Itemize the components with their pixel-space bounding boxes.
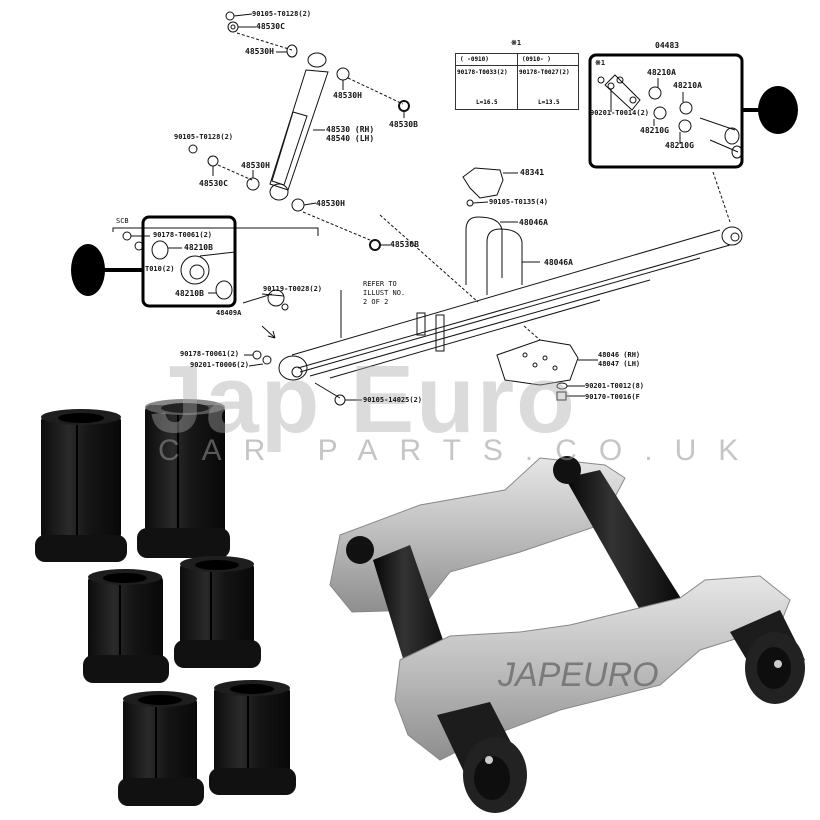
lower-shock-washer-icon [369,239,390,251]
front-nut-small-icon [122,231,150,241]
callout-shackle-bush-g1: 48210G [640,126,669,135]
callout-front-bush-lower: 48210B [175,289,204,298]
callout-shackle-washer: 90201-T0014(2) [590,109,650,117]
front-marker-dot [71,244,105,296]
callout-box-note-marker: ※1 [595,59,606,67]
callout-washer-top-right: 48530B [389,120,418,129]
callout-eye-bolt: 90105-14025(2) [363,396,423,404]
front-bush-upper-icon [151,240,182,260]
callout-bolt-top: 90105-T0128(2) [252,10,312,18]
callout-seat-nut: 90170-T0016(F [585,393,640,401]
front-bush-lower-icon [208,280,233,300]
mid-bolt-icon [188,144,198,154]
leaf-spring-icon [278,226,743,381]
lower-shock-bush-icon [291,198,317,212]
callout-front-nut: 90178-T0061(2) [153,231,213,239]
spring-seat-icon [496,339,598,401]
callout-spring-seat-rh: 48046 (RH) [598,351,641,359]
callout-bumper-bolt: 90105-T0135(4) [489,198,549,206]
callout-washer-top: 48530C [256,22,285,31]
callout-shackle-bush-a1: 48210A [647,68,676,77]
note-part: 90178-T0033(2) [457,69,508,76]
bushing-long-1 [35,409,127,562]
bushing-short-2 [174,556,261,668]
shackle-pin-icon [699,117,743,159]
callout-seat-washer: 90201-T0012(8) [585,382,645,390]
callout-shackle-bush-g2: 48210G [665,141,694,150]
bolt-end-left [437,702,527,813]
callout-front-washer: T010(2) [145,265,175,273]
shackle-bushes-icon [648,78,693,144]
top-washer-icon [227,21,256,33]
front-eye-icon [180,251,236,285]
refer-note-line2: ILLUST NO. [363,289,406,297]
note-range: (0910- ) [522,56,551,63]
note-col-early: ( -0910) 90178-T0033(2) L=16.5 [456,54,517,109]
callout-eye-nut: 90178-T0061(2) [180,350,240,358]
u-bolt-icon [465,216,540,295]
note-length: L=13.5 [538,99,560,106]
site-watermark: CAR PARTS.CO.UK [158,434,761,467]
callout-washer-mid-right: 48530B [390,240,419,249]
callout-scb: SCB [116,217,129,225]
callout-bush-top-left: 48530H [245,47,274,56]
eye-bolt-icon [314,382,362,406]
callout-title-code: 04483 [655,41,680,50]
bushing-long-2 [137,399,230,558]
callout-front-pin-bolt: 90119-T0028(2) [263,285,323,293]
callout-eye-washer: 90201-T0006(2) [190,361,250,369]
note-col-late: (0910- ) 90178-T0027(2) L=13.5 [517,54,579,109]
refer-note-line3: 2 OF 2 [363,298,389,306]
shock-absorber-icon [269,52,329,201]
spring-shackle-photo [329,456,805,813]
callout-bumper: 48341 [520,168,545,177]
direction-arrow-icon [261,325,276,339]
callout-front-bush-upper: 48210B [184,243,213,252]
note-length: L=16.5 [476,99,498,106]
callout-front-pin: 48409A [216,309,242,317]
mid-bush-icon [246,170,260,191]
note-range: ( -0910) [460,56,489,63]
rear-marker-dot [758,86,798,134]
callout-shock-rh: 48530 (RH) [326,125,375,134]
callout-u-bolt-2: 48046A [544,258,573,267]
callout-bush-mid-right: 48530H [316,199,345,208]
note-marker: ※1 [511,39,522,47]
note-part: 90178-T0027(2) [519,69,570,76]
callout-bolt-mid: 90105-T0128(2) [174,133,234,141]
rubber-bushing-set-photo [35,399,296,806]
brand-watermark: Jap Euro [150,346,577,453]
front-pin-icon [242,289,289,311]
callout-washer-mid: 48530C [199,179,228,188]
eye-nut-icon [244,350,262,360]
callout-shackle-bush-a2: 48210A [673,81,702,90]
eye-washer-icon [248,355,272,367]
top-bolt-icon [225,11,253,21]
refer-note-line1: REFER TO [363,280,397,288]
bolt-end-right [730,610,805,704]
callout-shock-lh: 48540 (LH) [326,134,375,143]
callout-spring-seat-lh: 48047 (LH) [598,360,641,368]
shackle-plate-icon [597,74,641,112]
callout-bush-top-right: 48530H [333,91,362,100]
callout-bush-mid-left: 48530H [241,161,270,170]
upper-right-bush-icon [336,67,350,90]
front-bush-highlight-box [141,215,237,308]
top-bush-icon [276,44,298,58]
bushing-short-1 [83,569,169,683]
upper-right-washer-icon [398,100,410,118]
callout-u-bolt-1: 48046A [519,218,548,227]
bushing-short-4 [209,680,296,795]
bushing-short-3 [118,691,204,806]
bump-stopper-icon [462,167,518,207]
product-stamp: JAPEURO [498,656,659,694]
mid-washer-icon [207,155,219,176]
note-table: ( -0910) 90178-T0033(2) L=16.5 (0910- ) … [455,53,579,110]
